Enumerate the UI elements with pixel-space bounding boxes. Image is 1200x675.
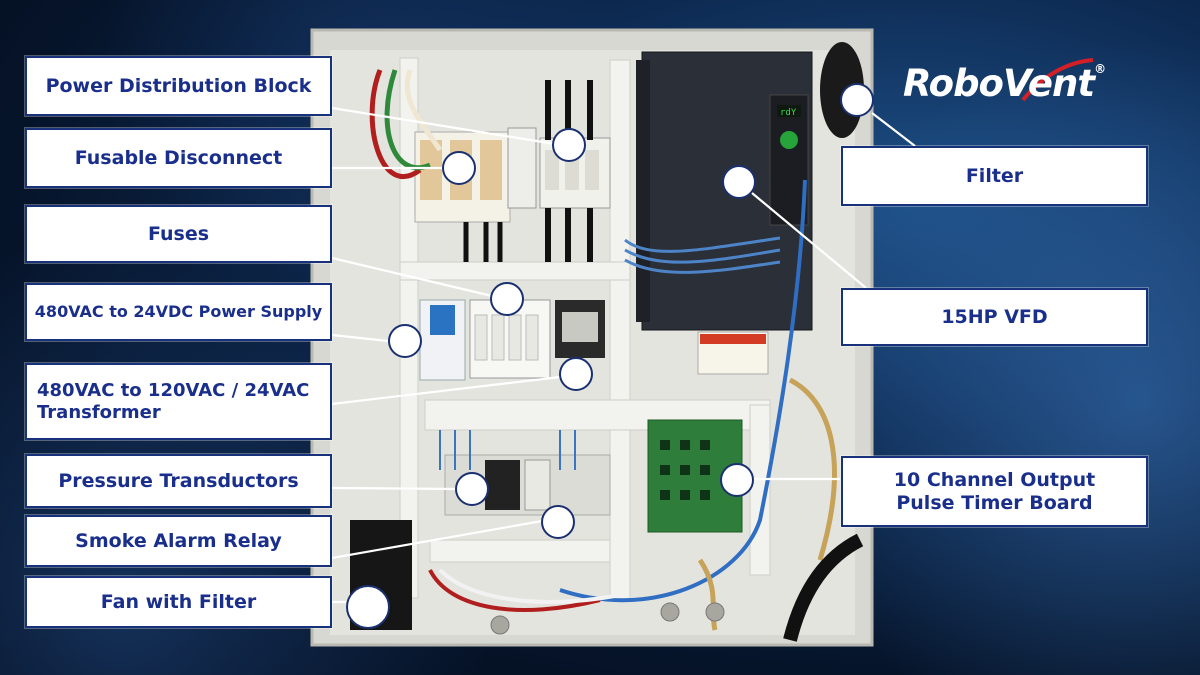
leader-line (331, 256, 493, 298)
marker-pressure-transductors (455, 472, 489, 506)
leader-line (331, 486, 457, 491)
callout-label: Power Distribution Block (45, 74, 312, 97)
marker-fusable-disconnect (442, 151, 476, 185)
marker-pulse-timer-board (720, 463, 754, 497)
callout-transformer: 480VAC to 120VAC / 24VAC Transformer (25, 363, 332, 440)
marker-transformer (559, 357, 593, 391)
cable-gland (490, 615, 510, 635)
callout-label-line2: Transformer (37, 401, 161, 423)
callout-vfd: 15HP VFD (841, 288, 1148, 346)
callout-label-line1: 480VAC to 120VAC / 24VAC (37, 379, 310, 401)
leader-line (331, 519, 543, 560)
leader-line (331, 375, 561, 406)
callout-smoke-alarm-relay: Smoke Alarm Relay (25, 515, 332, 567)
callout-fusable-disconnect: Fusable Disconnect (25, 128, 332, 188)
callout-label: 15HP VFD (941, 305, 1048, 328)
callout-pressure-transductors: Pressure Transductors (25, 454, 332, 508)
marker-vfd (722, 165, 756, 199)
logo-registered-mark: ® (1094, 62, 1106, 76)
wire-duct-mid (609, 59, 631, 601)
leader-line (331, 333, 389, 343)
marker-fuses (490, 282, 524, 316)
callout-label: Filter (965, 164, 1024, 187)
robovent-logo: RoboVent® (903, 58, 1133, 112)
callout-power-supply: 480VAC to 24VDC Power Supply (25, 283, 332, 341)
callout-pulse-timer-board: 10 Channel Output Pulse Timer Board (841, 456, 1148, 527)
marker-power-supply (388, 324, 422, 358)
callout-fuses: Fuses (25, 205, 332, 263)
cable-gland (660, 602, 680, 622)
vfd-display-readout: rdY (780, 108, 797, 118)
logo-swoosh (1021, 58, 1094, 102)
callout-power-distribution-block: Power Distribution Block (25, 56, 332, 116)
logo-text-vent: Vent (1002, 62, 1095, 105)
cable-gland (705, 602, 725, 622)
callout-filter: Filter (841, 146, 1148, 206)
leader-line (871, 112, 916, 147)
vfd-start-button (780, 131, 798, 149)
callout-label: Fusable Disconnect (74, 146, 283, 169)
marker-power-distribution-block (552, 128, 586, 162)
callout-label-line2: Pulse Timer Board (896, 491, 1093, 514)
wire-duct-row3 (429, 539, 611, 563)
leader-line (331, 106, 556, 146)
marker-filter (840, 83, 874, 117)
wire-duct-top (399, 261, 631, 281)
callout-label: Smoke Alarm Relay (75, 529, 282, 552)
disconnect-switch (507, 127, 537, 209)
callout-label: Fan with Filter (100, 590, 257, 613)
logo-text-robo: Robo (903, 62, 1004, 105)
leader-line (751, 192, 867, 289)
callout-fan-with-filter: Fan with Filter (25, 576, 332, 628)
callout-label-line1: 10 Channel Output (893, 468, 1096, 491)
callout-label: Pressure Transductors (58, 469, 299, 492)
callout-label: 480VAC to 24VDC Power Supply (34, 302, 323, 322)
callout-label: Fuses (147, 222, 210, 245)
power-supply-body (419, 299, 466, 381)
marker-smoke-alarm-relay (541, 505, 575, 539)
marker-fan-with-filter (346, 585, 390, 629)
